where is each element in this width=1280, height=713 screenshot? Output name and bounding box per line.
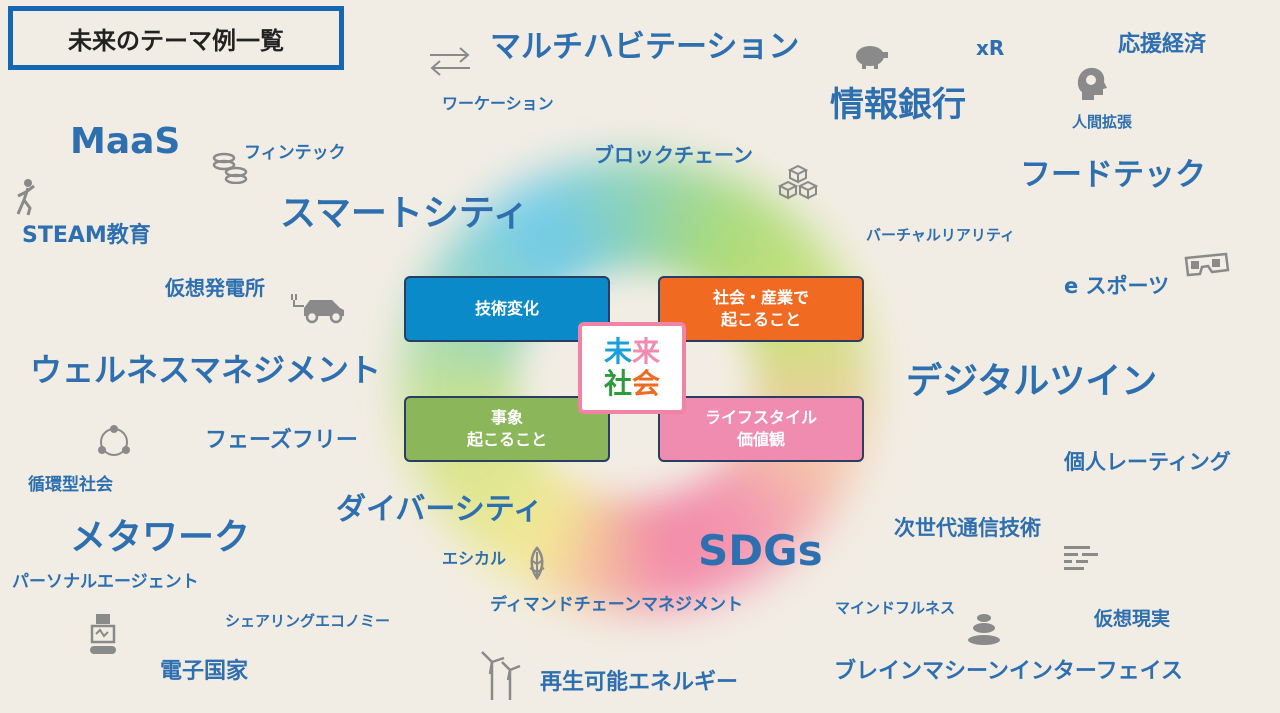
theme-ethical: エシカル <box>442 549 507 568</box>
theme-blockchain: ブロックチェーン <box>594 143 753 167</box>
center-char-2: 来 <box>632 334 661 368</box>
theme-foodtech: フードテック <box>1020 157 1206 193</box>
quadrant-tech-label: 技術変化 <box>474 299 539 319</box>
quadrant-lifestyle: ライフスタイル 価値観 <box>658 396 864 462</box>
theme-personal-agent: パーソナルエージェント <box>12 572 199 592</box>
blocks-icon <box>778 164 818 200</box>
theme-xr: xR <box>976 36 1005 60</box>
theme-wellness: ウェルネスマネジメント <box>30 351 382 389</box>
theme-maas: MaaS <box>70 121 181 162</box>
theme-steam: STEAM教育 <box>22 223 151 248</box>
data-lines-icon <box>1064 546 1098 570</box>
robot-icon <box>90 614 116 654</box>
theme-renewable: 再生可能エネルギー <box>540 670 739 695</box>
theme-bmi: ブレインマシーンインターフェイス <box>834 659 1183 684</box>
center-row-1: 未来 <box>603 334 661 368</box>
theme-diversity: ダイバーシティ <box>336 492 543 527</box>
quadrant-events: 事象 起こること <box>404 396 610 462</box>
piggy-bank-icon <box>856 46 888 69</box>
quadrant-tech: 技術変化 <box>404 276 610 342</box>
theme-smart-city: スマートシティ <box>280 193 529 234</box>
theme-personal-rating: 個人レーティング <box>1064 450 1231 474</box>
electric-car-icon <box>291 294 344 324</box>
theme-sdgs: SDGs <box>698 526 823 575</box>
theme-info-bank: 情報銀行 <box>830 85 966 125</box>
theme-e-nation: 電子国家 <box>160 659 249 684</box>
cycle-icon <box>98 425 130 456</box>
theme-virtual-reality: バーチャルリアリティ <box>866 226 1015 244</box>
theme-mindfulness: マインドフルネス <box>835 599 956 617</box>
title-box: 未来のテーマ例一覧 <box>8 6 344 70</box>
center-char-1: 未 <box>603 334 632 368</box>
theme-sharing-economy: シェアリングエコノミー <box>225 612 391 630</box>
theme-virtual-reality-jp: 仮想現実 <box>1094 608 1171 630</box>
theme-phase-free: フェーズフリー <box>205 428 358 453</box>
page-title: 未来のテーマ例一覧 <box>68 26 284 55</box>
theme-workation: ワーケーション <box>442 94 554 113</box>
quadrant-society-label: 社会・産業で 起こること <box>712 288 809 329</box>
theme-circular: 循環型社会 <box>28 475 113 495</box>
center-char-3: 社 <box>603 367 632 400</box>
person-icon <box>16 179 35 216</box>
vr-glasses-icon <box>1184 252 1230 277</box>
future-society-center: 未来 社会 <box>578 322 686 414</box>
theme-next-gen-comm: 次世代通信技術 <box>894 516 1041 540</box>
quadrant-society: 社会・産業で 起こること <box>658 276 864 342</box>
theme-metawork: メタワーク <box>70 517 251 558</box>
theme-esports: e スポーツ <box>1064 274 1170 298</box>
theme-multi-habitation: マルチハビテーション <box>490 29 800 65</box>
center-char-4: 会 <box>632 367 661 400</box>
head-gear-icon <box>1077 67 1107 100</box>
grain-icon <box>529 546 545 580</box>
theme-fintech: フィンテック <box>244 143 346 163</box>
theme-demand-chain: ディマンドチェーンマネジメント <box>490 595 743 615</box>
quadrant-lifestyle-label: ライフスタイル 価値観 <box>704 408 817 449</box>
theme-digital-twin: デジタルツイン <box>906 361 1158 402</box>
theme-virtual-power: 仮想発電所 <box>165 276 265 300</box>
arrows-icon <box>430 47 470 76</box>
windmill-icon <box>481 651 521 700</box>
center-row-2: 社会 <box>603 367 661 400</box>
coins-icon <box>212 152 248 184</box>
theme-human-augmentation: 人間拡張 <box>1072 113 1133 131</box>
quadrant-events-label: 事象 起こること <box>466 408 547 449</box>
theme-cheer-economy: 応援経済 <box>1118 32 1207 57</box>
stones-icon <box>968 614 1000 645</box>
